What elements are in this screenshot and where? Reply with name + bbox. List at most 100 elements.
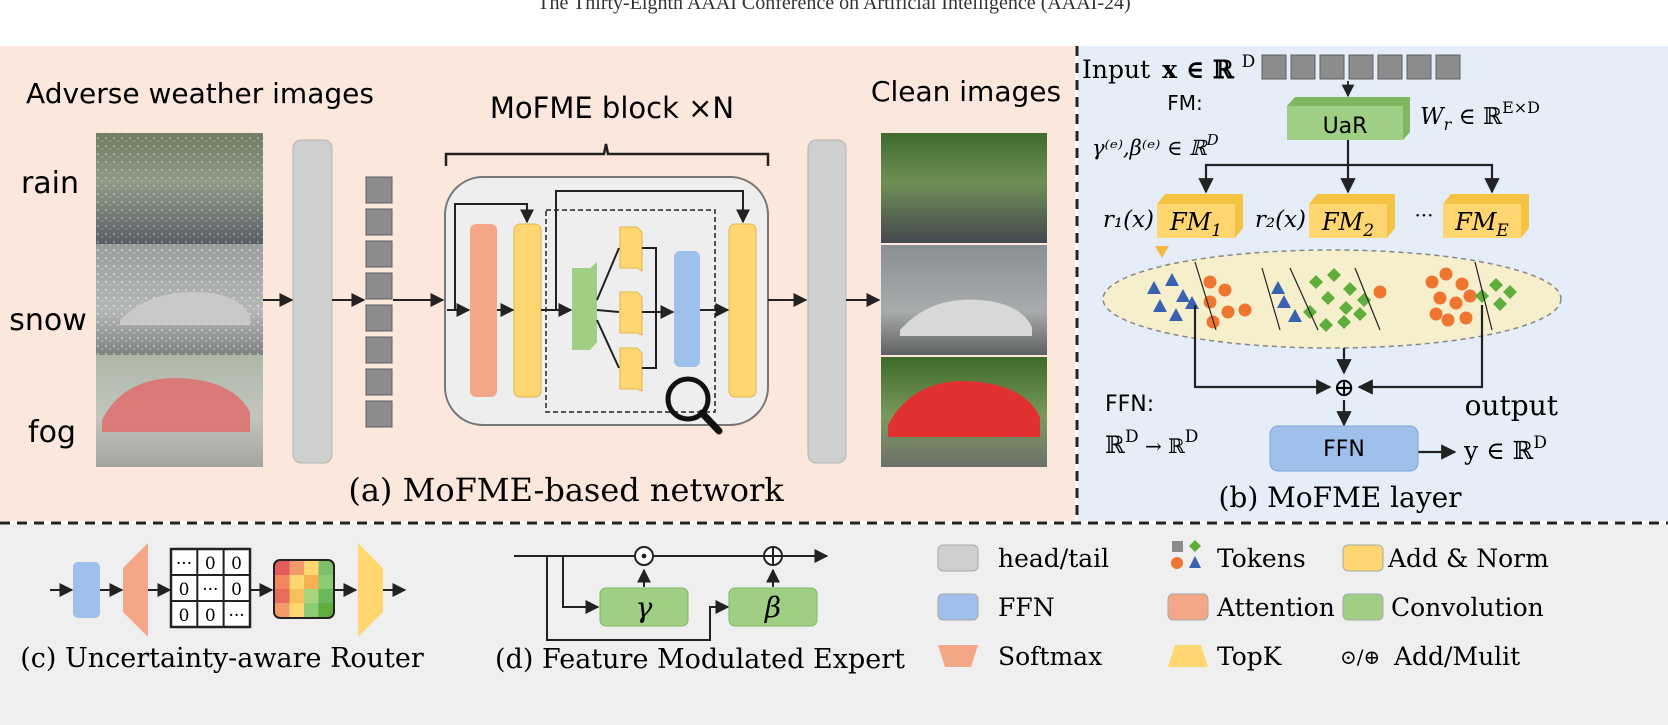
heatmap-cell — [289, 575, 304, 589]
token — [365, 272, 393, 300]
token — [1433, 291, 1447, 305]
legend-ops-symbol: ⊙/⊕ — [1340, 645, 1380, 669]
legend-item-attention: Attention — [1167, 593, 1335, 622]
partition-line — [1289, 267, 1319, 331]
ffn-label: FFN: — [1105, 392, 1154, 417]
caption-b: (b) MoFME layer — [1218, 481, 1462, 514]
heatmap-cell — [289, 589, 304, 603]
token — [1319, 318, 1333, 332]
fm-label: FM: — [1167, 91, 1203, 115]
legend-swatch — [1168, 645, 1208, 667]
input-token — [1435, 54, 1461, 80]
input-token — [1261, 54, 1287, 80]
legend-label: Add & Norm — [1387, 544, 1549, 573]
input-token — [1290, 54, 1316, 80]
token — [1373, 285, 1387, 299]
expert-cubes — [619, 226, 643, 392]
token — [1288, 309, 1302, 322]
token — [1238, 303, 1252, 317]
row-label-snow: snow — [9, 303, 87, 338]
conference-header: The Thirty-Eighth AAAI Conference on Art… — [537, 0, 1131, 14]
heatmap-cell — [275, 589, 290, 603]
expert-gate: r₁(x) — [1103, 207, 1154, 233]
token — [1203, 275, 1217, 289]
adverse-weather-images — [96, 133, 263, 467]
matrix-cell: 0 — [179, 606, 190, 626]
heatmap-cell — [318, 603, 333, 617]
bottom-panel-background — [0, 524, 1668, 725]
token — [1493, 297, 1507, 311]
partition-line — [1194, 261, 1217, 331]
legend-swatch — [937, 593, 979, 621]
router-ffn-block — [73, 562, 100, 618]
matrix-cell: 0 — [205, 554, 216, 574]
token — [365, 336, 393, 364]
legend-item-topk: TopK — [1168, 642, 1283, 671]
token — [1463, 289, 1477, 303]
expert-gate: r₂(x) — [1255, 207, 1306, 233]
adverse-weather-title: Adverse weather images — [26, 77, 374, 110]
legend-label: Add/Mulit — [1393, 642, 1520, 671]
heatmap-cell — [304, 603, 319, 617]
fog-car — [102, 378, 250, 432]
topk-trapezoid — [358, 543, 383, 637]
token — [1353, 307, 1367, 321]
head-bar — [292, 139, 333, 464]
legend-label: TopK — [1217, 642, 1283, 671]
legend-item-head-tail: head/tail — [937, 544, 1109, 573]
block-arrows — [447, 190, 750, 369]
snow-car — [120, 291, 250, 325]
output-math: y ∈ ℝD — [1463, 433, 1547, 465]
heatmap-cell — [318, 561, 333, 575]
token — [1221, 305, 1235, 319]
score-heatmap — [273, 559, 335, 619]
legend-label: Softmax — [998, 642, 1102, 671]
legend-item-convolution: Convolution — [1342, 593, 1544, 622]
token — [1169, 308, 1183, 321]
token — [1503, 285, 1517, 299]
token — [1357, 293, 1371, 307]
input-token — [1406, 54, 1432, 80]
input-token — [1377, 54, 1403, 80]
legend-label: Tokens — [1217, 544, 1306, 573]
tail-bar — [807, 139, 847, 464]
token — [1449, 296, 1463, 310]
input-tokens — [1261, 54, 1461, 80]
beta-box — [728, 587, 818, 627]
heatmap-cell — [304, 575, 319, 589]
legend-item-softmax: Softmax — [938, 642, 1102, 671]
matrix-cell: ··· — [202, 580, 218, 600]
token — [1459, 311, 1473, 325]
legend-label: Attention — [1216, 593, 1335, 622]
token — [1339, 301, 1353, 315]
token — [365, 208, 393, 236]
token — [1475, 289, 1489, 303]
expert-1: FM1 r₁(x) — [1103, 194, 1243, 241]
matrix-cell: ··· — [176, 554, 192, 574]
token — [1153, 299, 1167, 312]
experts-ellipsis: ··· — [1414, 203, 1433, 227]
token — [1343, 282, 1357, 296]
input-token — [1319, 54, 1345, 80]
legend-swatch — [937, 544, 979, 572]
legend-item-tokens: Tokens — [1171, 540, 1306, 573]
matrix-cell: 0 — [205, 606, 216, 626]
softmax-trapezoid — [123, 543, 148, 637]
row-label-rain: rain — [21, 166, 79, 201]
expert-label: FM1 — [1169, 208, 1222, 241]
dispatch-arrow-icon — [1155, 246, 1169, 258]
token-column — [365, 176, 393, 428]
matrix-cell: 0 — [231, 580, 242, 600]
token — [1277, 295, 1291, 308]
input-token — [1348, 54, 1374, 80]
ffn-block — [674, 251, 700, 367]
legend-swatch — [1342, 593, 1384, 621]
partition-line — [1474, 261, 1493, 331]
block-brace — [444, 143, 770, 166]
token — [1165, 273, 1179, 286]
gamma-label: γ — [636, 591, 653, 624]
partition-line — [1354, 267, 1381, 331]
token — [1321, 291, 1335, 305]
